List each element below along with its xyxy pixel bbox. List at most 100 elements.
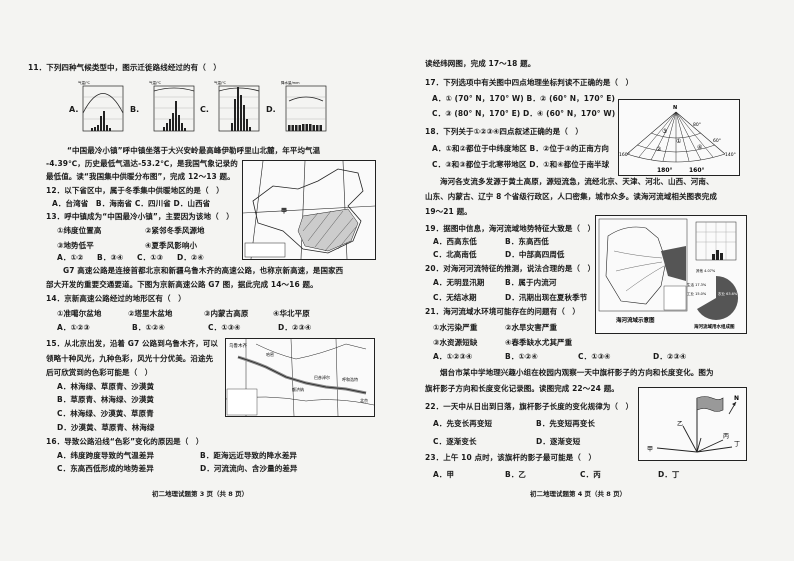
- svg-text:气温/℃: 气温/℃: [78, 80, 90, 85]
- svg-text:乌鲁木齐: 乌鲁木齐: [229, 342, 247, 349]
- question-12: 12．以下省区中，属于冬季集中供暖地区的是（ ）: [46, 186, 224, 195]
- q14-option-c[interactable]: C．①③④: [208, 323, 241, 332]
- svg-text:②: ②: [656, 146, 662, 153]
- intro-12-line2: -4.39℃，历史最低气温达-53.2℃，是我国气象记录的: [46, 159, 238, 168]
- q12-options[interactable]: A．台湾省 B．海南省 C．四川省 D．山西省: [52, 199, 211, 208]
- polar-grid-figure: N 80° 60° 160° 180° 160° 140° ① ② ③ ④: [618, 99, 740, 176]
- svg-text:其他 4.07%: 其他 4.07%: [696, 268, 716, 273]
- q22-option-d[interactable]: D．逐渐变短: [536, 437, 581, 446]
- q14-option-a[interactable]: A．①②③: [57, 323, 90, 332]
- q13-option-a[interactable]: A．①②: [57, 253, 84, 262]
- svg-text:N: N: [673, 105, 677, 111]
- q22-option-c[interactable]: C．逐渐变长: [433, 437, 477, 446]
- q13-item-4: ④夏季风影响小: [145, 241, 198, 250]
- q17-options-cd[interactable]: C．③ (80° N，170° E) D．④ (60° N，170° W): [432, 109, 616, 118]
- q13-option-c[interactable]: C．①③: [137, 253, 164, 262]
- q11-option-d[interactable]: D.: [266, 105, 276, 114]
- climate-chart-a: 气温/℃: [78, 80, 124, 132]
- svg-text:80°: 80°: [693, 122, 701, 128]
- map-label-jia: 甲: [281, 207, 287, 215]
- question-20: 20．对海河河流特征的推测，说法合理的是（ ）: [425, 264, 596, 273]
- q13-item-1: ①纬度位置高: [57, 226, 102, 235]
- haihe-figure: 海河流域示意图 其他 4.07% 生活 17.3% 工业 15.0% 农业 63…: [595, 215, 747, 334]
- q18-options-ab[interactable]: A．①和②都位于中纬度地区 B．②位于③的正南方向: [432, 144, 610, 153]
- polar-label-180: 180°: [657, 167, 673, 174]
- q19-option-b[interactable]: B．东高西低: [505, 237, 549, 246]
- q19-option-a[interactable]: A．西高东低: [433, 237, 477, 246]
- q21-option-a[interactable]: A．①②③④: [433, 352, 473, 361]
- q16-option-c[interactable]: C．东高西低形成的地势差异: [57, 464, 154, 473]
- intro-12-line1: “中国最冷小镇”呼中镇坐落于大兴安岭最高峰伊勒呼里山北麓，年平均气温: [67, 146, 321, 155]
- intro-12-line3: 最低值。读“我国集中供暖分布图”，完成 12～13 题。: [46, 172, 235, 181]
- q14-item-3: ③内蒙古高原: [204, 309, 249, 318]
- g7-highway-map: 乌鲁木齐 哈密 额济纳 巴彦淖尔 呼和浩特 北京: [225, 338, 375, 417]
- page-3-footer: 初二地理试题第 3 页（共 8 页）: [152, 490, 249, 498]
- svg-text:140°: 140°: [725, 152, 736, 158]
- question-19: 19．据图中信息，海河流域地势特征大致是（ ）: [425, 224, 596, 233]
- q15-option-c[interactable]: C．林海绿、沙漠黄、草原青: [57, 409, 154, 418]
- q14-option-d[interactable]: D．②③④: [278, 323, 312, 332]
- question-22: 22．一天中从日出到日落，旗杆影子长度的变化规律为（ ）: [425, 402, 634, 411]
- q13-option-d[interactable]: D．②④: [177, 253, 204, 262]
- q20-option-b[interactable]: B．属于内流河: [505, 278, 557, 287]
- svg-text:额济纳: 额济纳: [292, 386, 304, 392]
- intro-14-line1: G7 高速公路是连接首都北京和新疆乌鲁木齐的高速公路，也称京新高速，是国家西: [63, 266, 344, 275]
- svg-text:北京: 北京: [360, 397, 368, 403]
- q11-option-c[interactable]: C.: [200, 105, 209, 114]
- svg-text:降水量/mm: 降水量/mm: [281, 80, 300, 85]
- q15-option-b[interactable]: B．草原青、林海绿、沙漠黄: [57, 395, 155, 404]
- q16-option-a[interactable]: A．纬度跨度导致的气温差异: [57, 451, 155, 460]
- q22-option-a[interactable]: A．先变长再变短: [433, 419, 493, 428]
- question-16: 16．导致公路沿线“色彩”变化的原因是（ ）: [46, 437, 204, 446]
- flagpole-shadow-figure: N 甲 乙 丙 丁: [638, 387, 747, 461]
- svg-text:农业 63.6%: 农业 63.6%: [718, 291, 738, 296]
- q20-option-d[interactable]: D．汛期出现在夏秋季节: [505, 293, 588, 302]
- intro-19-line1: 海河各支流多发源于黄土高原，源短流急，流经北京、天津、河北、山西、河南、: [440, 177, 714, 186]
- q16-option-b[interactable]: B．距海远近导致的降水差异: [200, 451, 298, 460]
- q15-option-a[interactable]: A．林海绿、草原青、沙漠黄: [57, 382, 155, 391]
- q21-option-c[interactable]: C．①③④: [578, 352, 611, 361]
- q22-option-b[interactable]: B．先变短再变长: [536, 419, 596, 428]
- climate-chart-d: 降水量/mm: [281, 80, 327, 132]
- q14-item-1: ①准噶尔盆地: [57, 309, 102, 318]
- q23-option-a[interactable]: A．甲: [433, 470, 455, 479]
- svg-text:工业 15.0%: 工业 15.0%: [687, 291, 707, 296]
- intro-22-line2: 旗杆影子方向和长度变化记录图。读图完成 22～24 题。: [425, 384, 619, 393]
- q13-option-b[interactable]: B．③④: [97, 253, 124, 262]
- north-arrow-label: N: [734, 395, 739, 402]
- svg-text:160°: 160°: [619, 152, 630, 158]
- q23-option-d[interactable]: D．丁: [658, 470, 680, 479]
- q11-option-b[interactable]: B.: [130, 105, 140, 114]
- q21-option-b[interactable]: B．①②④: [505, 352, 538, 361]
- question-14: 14．京新高速公路经过的地形区有（ ）: [46, 294, 186, 303]
- haihe-map-caption: 海河流域示意图: [616, 316, 655, 324]
- q17-options-ab[interactable]: A．① (70° N，170° W) B．② (60° N，170° E): [432, 94, 616, 103]
- question-11: 11．下列四种气候类型中，图示迁徙路线经过的有（ ）: [28, 63, 222, 72]
- svg-text:巴彦淖尔: 巴彦淖尔: [314, 374, 330, 380]
- question-15-line3: 后可欣赏到的色彩可能是（ ）: [46, 368, 153, 377]
- q20-option-c[interactable]: C．无结冰期: [433, 293, 477, 302]
- q16-option-d[interactable]: D．河流流向、含沙量的差异: [200, 464, 298, 473]
- svg-text:气温/℃: 气温/℃: [214, 80, 226, 85]
- q18-options-cd[interactable]: C．③和③都位于北寒带地区 D．①和④都位于南半球: [432, 160, 610, 169]
- intro-19-line2: 山东、内蒙古、辽宁 8 个省级行政区，人口密集，城市众多。读海河流域相关图表完成: [425, 192, 717, 201]
- q19-option-d[interactable]: D．中部高四周低: [505, 250, 565, 259]
- svg-text:丁: 丁: [734, 441, 740, 448]
- q13-item-2: ②紧邻冬季风源地: [145, 226, 205, 235]
- q23-option-c[interactable]: C．丙: [580, 470, 601, 479]
- svg-text:60°: 60°: [713, 138, 721, 144]
- haihe-chart-caption: 海河流域用水组成图: [694, 323, 735, 330]
- q21-item-4: ④春季缺水尤其严重: [505, 338, 573, 347]
- q23-option-b[interactable]: B．乙: [505, 470, 527, 479]
- q19-option-c[interactable]: C．北高南低: [433, 250, 477, 259]
- q15-option-d[interactable]: D．沙漠黄、草原青、林海绿: [57, 423, 155, 432]
- q20-option-a[interactable]: A．无明显汛期: [433, 278, 485, 287]
- intro-22-line1: 烟台市某中学地理兴趣小组在校园内观察一天中旗杆影子的方向和长度变化。图为: [440, 368, 714, 377]
- q21-option-d[interactable]: D．②③④: [653, 352, 687, 361]
- svg-text:气温/℃: 气温/℃: [149, 80, 161, 85]
- q21-item-3: ③水资源短缺: [433, 338, 478, 347]
- svg-text:生活 17.3%: 生活 17.3%: [687, 282, 707, 287]
- svg-text:甲: 甲: [647, 446, 653, 453]
- q11-option-a[interactable]: A.: [69, 105, 79, 114]
- q14-option-b[interactable]: B．①②④: [132, 323, 165, 332]
